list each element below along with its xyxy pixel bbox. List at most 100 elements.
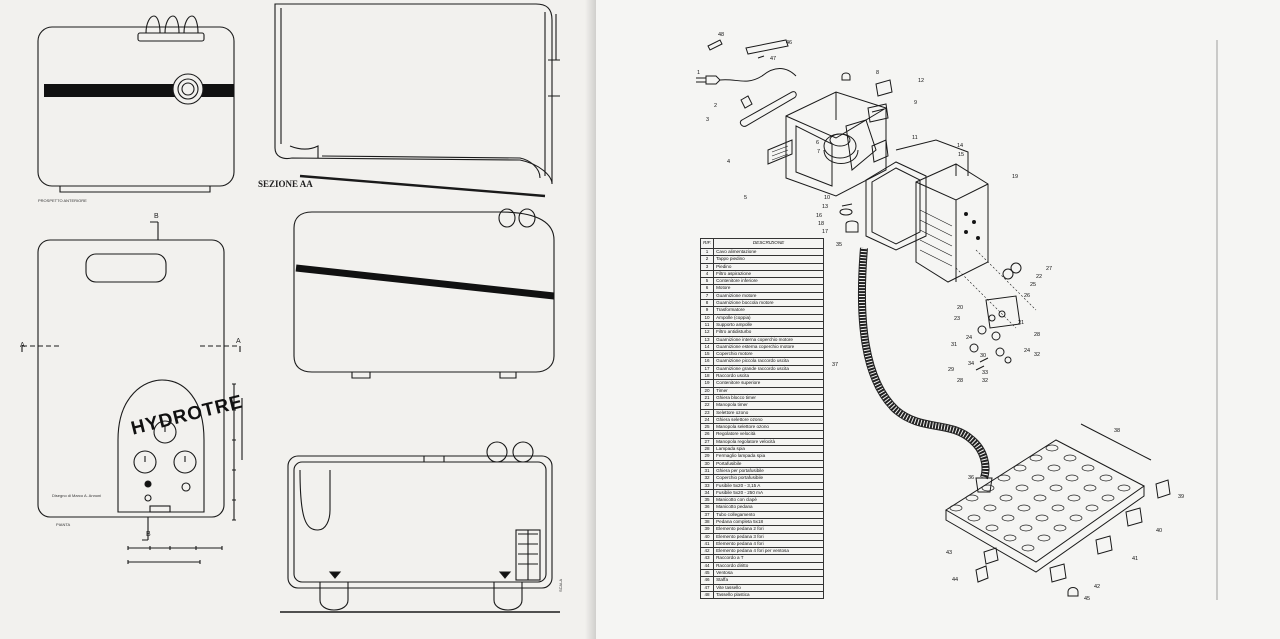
callout-38: 38 (1114, 428, 1121, 434)
part-number: 5 (699, 277, 715, 286)
part-description: Ventosa (713, 569, 824, 578)
front-elevation-drawing (37, 15, 235, 193)
section-bb-drawing (280, 441, 560, 613)
callout-31: 31 (951, 342, 958, 348)
part-number: 20 (699, 386, 715, 395)
part-number: 31 (699, 466, 715, 476)
upper-container-drawing (915, 163, 989, 283)
front-view-caption: PROSPETTO ANTERIORE (38, 198, 87, 203)
callout-6: 6 (816, 140, 820, 146)
part-number: 40 (699, 532, 715, 541)
callout-28: 28 (1034, 332, 1041, 338)
connection-hose-drawing (857, 247, 993, 493)
platform-drawing (945, 423, 1152, 573)
part-description: Timer (713, 386, 824, 395)
part-number: 9 (699, 306, 715, 315)
lower-container-drawing (767, 91, 887, 197)
part-description: Cavo alimentazione (713, 247, 824, 257)
part-description: Filtro antidisturbo (713, 328, 824, 337)
part-number: 29 (699, 452, 715, 461)
callout-2: 2 (714, 103, 718, 109)
right-page: 12 3 (596, 0, 1280, 639)
part-number: 3 (699, 262, 715, 271)
callout-48: 48 (718, 32, 725, 38)
part-description: Elemento pedana 4 fori (713, 539, 824, 549)
part-number: 43 (699, 554, 715, 563)
part-description: Guarnizione motore (713, 291, 824, 301)
callout-36: 36 (968, 475, 975, 481)
motor-cover-drawing (865, 139, 969, 251)
callout-4: 4 (727, 159, 731, 165)
part-number: 17 (699, 364, 715, 374)
callout-21: 21 (1018, 320, 1025, 326)
part-number: 35 (699, 496, 715, 505)
part-description: Contenitore superiore (713, 379, 824, 388)
part-description: Raccordo uscita (713, 372, 824, 381)
callout-19: 19 (1012, 174, 1019, 180)
part-number: 39 (699, 525, 715, 534)
callout-28b: 28 (957, 378, 964, 384)
callout-29: 29 (948, 367, 955, 373)
part-number: 41 (699, 539, 715, 549)
part-description: Manopola selettore ozono (713, 423, 824, 432)
platform-cups (949, 444, 1131, 552)
callout-35: 35 (836, 242, 843, 248)
part-description: Manicotto pedana (713, 503, 824, 512)
scale-note: SCALA (558, 578, 563, 592)
part-number: 36 (699, 503, 715, 512)
part-description: Staffa (713, 576, 824, 585)
part-description: Ghiera selettore ozono (713, 415, 824, 425)
callout-47: 47 (770, 56, 777, 62)
part-description: Guarnizione grande raccordo uscita (713, 364, 824, 374)
callout-13: 13 (822, 204, 829, 210)
part-description: Tassello plastica (713, 590, 824, 600)
callout-26: 26 (1024, 293, 1031, 299)
plan-caption: PIANTA (56, 522, 71, 527)
part-description: Coperchio portafusibile (713, 474, 824, 483)
part-number: 37 (699, 510, 715, 520)
callout-45: 45 (1084, 596, 1091, 602)
part-description: Selettore ozono (713, 408, 824, 417)
part-number: 28 (699, 444, 715, 454)
part-description: Motore (713, 284, 824, 293)
callout-34: 34 (968, 361, 975, 367)
callout-44: 44 (952, 577, 959, 583)
part-description: Regolatore velocità (713, 430, 824, 439)
side-elevation-drawing (293, 208, 555, 379)
part-number: 26 (699, 430, 715, 439)
part-number: 15 (699, 350, 715, 359)
callout-32: 32 (1034, 352, 1041, 358)
callout-43: 43 (946, 550, 953, 556)
part-number: 7 (699, 291, 715, 301)
part-number: 16 (699, 357, 715, 366)
part-description: Guarnizione interna coperchio motore (713, 335, 824, 344)
callout-25: 25 (1030, 282, 1037, 288)
part-description: Guarnizione esterna coperchio motore (713, 342, 824, 352)
callout-12: 12 (918, 78, 925, 84)
callout-16: 16 (816, 213, 823, 219)
